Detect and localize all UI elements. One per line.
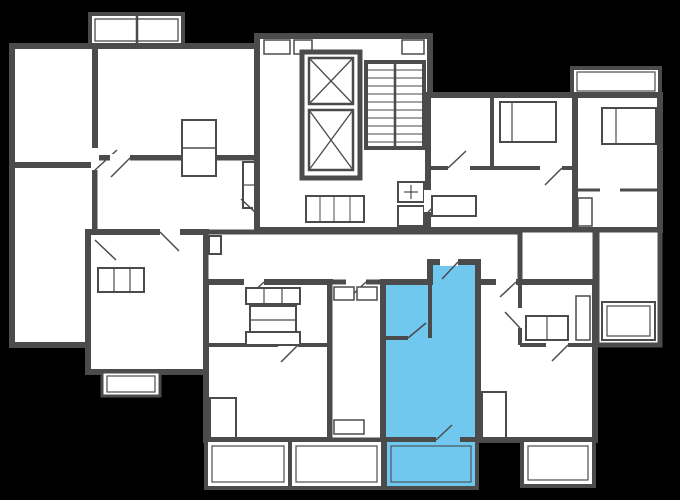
door-gap [440, 258, 458, 266]
door-swing [94, 239, 117, 261]
door-swing [407, 322, 427, 339]
balcony [288, 438, 385, 490]
elevator-shaft [299, 49, 363, 181]
door-swing [435, 424, 453, 441]
apartment-bottom-right [475, 278, 598, 443]
door-swing [551, 344, 569, 362]
furniture [431, 195, 477, 217]
furniture [245, 331, 301, 346]
room [85, 229, 209, 375]
apartment-bottom-left [203, 278, 333, 443]
balcony-rail [390, 445, 472, 483]
mailboxes [305, 195, 365, 223]
room [9, 43, 98, 168]
furniture [356, 286, 378, 301]
door-swing [94, 149, 118, 171]
door-gap [110, 154, 130, 162]
furniture [97, 267, 145, 293]
door-gap [244, 278, 264, 287]
door-gap [424, 190, 433, 212]
furniture [333, 286, 355, 301]
balconies-bottom [204, 438, 596, 490]
balcony-rail [211, 445, 285, 483]
furniture [245, 287, 301, 305]
furniture [577, 197, 593, 227]
door-swing [441, 261, 459, 280]
room [327, 279, 386, 443]
door-swing [544, 167, 563, 186]
door-swing [499, 281, 517, 298]
furniture [481, 391, 507, 439]
door-swing [159, 231, 180, 252]
staircase [364, 60, 426, 150]
elevator-1 [307, 56, 355, 106]
elevator-2 [307, 108, 355, 172]
balcony [520, 438, 596, 488]
door-swing [280, 344, 299, 363]
furniture [499, 101, 557, 143]
shaft [401, 39, 425, 55]
furniture [575, 295, 591, 341]
door-gap [346, 278, 366, 287]
balcony-rail [606, 305, 651, 337]
balcony-rail [106, 375, 156, 393]
furniture [601, 107, 657, 145]
apartment-highlighted[interactable] [380, 258, 481, 490]
door-gap [91, 240, 99, 262]
apartment-top-left [9, 12, 261, 398]
furniture [333, 419, 365, 435]
utility-box [397, 205, 425, 227]
balcony-rail [527, 445, 589, 481]
furniture [209, 397, 237, 439]
room [92, 43, 260, 161]
apartment-bottom-mid [327, 278, 386, 443]
door-swing [447, 150, 467, 169]
balcony-highlighted[interactable] [383, 438, 479, 490]
utility-box [208, 235, 222, 255]
shaft [263, 39, 291, 55]
balcony-inner [601, 301, 656, 341]
balcony [204, 438, 292, 490]
door-gap [496, 278, 516, 287]
door-gap [91, 148, 99, 170]
door-gap [160, 228, 180, 236]
room [9, 162, 98, 348]
door-swing [504, 311, 521, 329]
door-gap [436, 436, 460, 445]
building-core [254, 33, 433, 233]
balcony-rail [295, 445, 378, 483]
elevator-cross [308, 109, 354, 171]
balcony-rail [576, 71, 656, 92]
elevator-cross [308, 57, 354, 105]
door-swing [110, 157, 131, 178]
